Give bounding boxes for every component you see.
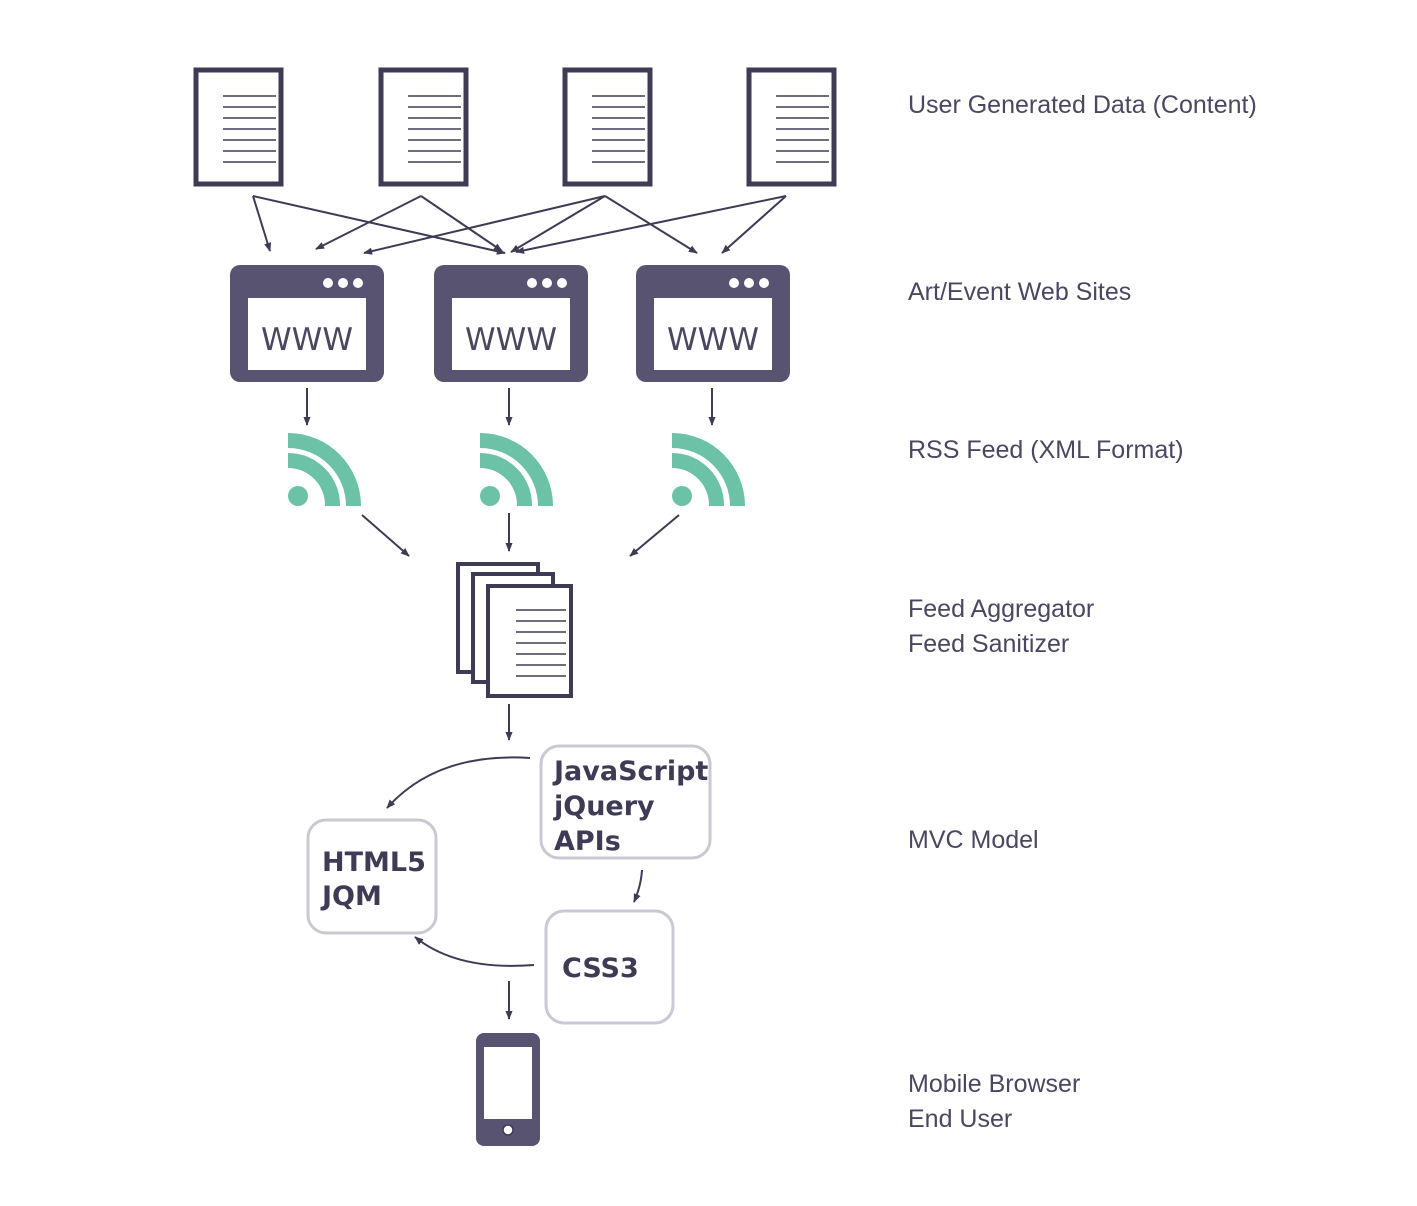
rss-feed-icon [480, 433, 553, 506]
flow-arrow [361, 514, 410, 557]
flow-arrow [363, 195, 606, 255]
rss-feed-icon [672, 433, 745, 506]
flow-arrow [510, 195, 606, 253]
stage-label-sanitizer: Feed Sanitizer [908, 630, 1069, 658]
flow-arrow [515, 195, 787, 254]
stage-label-mvc: MVC Model [908, 826, 1039, 854]
document-icon [378, 67, 469, 187]
stage-label-aggregator: Feed Aggregator [908, 595, 1094, 623]
view-line: JQM [320, 881, 382, 912]
controller-line: jQuery [553, 791, 655, 822]
document-icon [746, 67, 837, 187]
flow-arrow [633, 869, 643, 903]
content-to-sites-arrows [252, 195, 787, 255]
rss-to-aggregator-arrows [361, 513, 680, 557]
flow-arrow [414, 936, 535, 967]
document-icon [562, 67, 653, 187]
browser-label: WWW [261, 322, 353, 358]
browser-window-icon: WWW [434, 265, 588, 382]
mvc-style-box: CSS3 [544, 909, 675, 1025]
mvc-controller-box: JavaScript jQuery APIs [539, 744, 712, 860]
style-line: CSS3 [562, 953, 639, 984]
stage-label-content: User Generated Data (Content) [908, 91, 1257, 119]
stage-label-rss: RSS Feed (XML Format) [908, 436, 1184, 464]
mvc-view-box: HTML5 JQM [306, 818, 438, 935]
mvc-cycle-arrows [386, 756, 643, 967]
controller-line: APIs [554, 826, 621, 857]
stage-label-mobile-browser: Mobile Browser [908, 1070, 1080, 1098]
flow-arrow [629, 514, 680, 557]
controller-line: JavaScript [552, 756, 708, 787]
document-stack-icon [456, 562, 573, 698]
flow-arrow [315, 195, 422, 250]
browser-label: WWW [465, 322, 557, 358]
document-icon [193, 67, 284, 187]
flow-arrow [386, 756, 531, 809]
flow-arrow [252, 195, 506, 255]
browser-label: WWW [667, 322, 759, 358]
rss-feed-icon [288, 433, 361, 506]
browser-window-icon: WWW [636, 265, 790, 382]
mobile-phone-icon [476, 1033, 540, 1146]
sites-to-rss-arrows [303, 388, 716, 426]
stage-label-sites: Art/Event Web Sites [908, 278, 1131, 306]
browser-window-icon: WWW [230, 265, 384, 382]
flow-arrow [721, 195, 787, 254]
flow-arrow [420, 195, 503, 252]
flow-arrow [252, 195, 272, 252]
stage-label-end-user: End User [908, 1105, 1012, 1133]
view-line: HTML5 [322, 847, 426, 878]
